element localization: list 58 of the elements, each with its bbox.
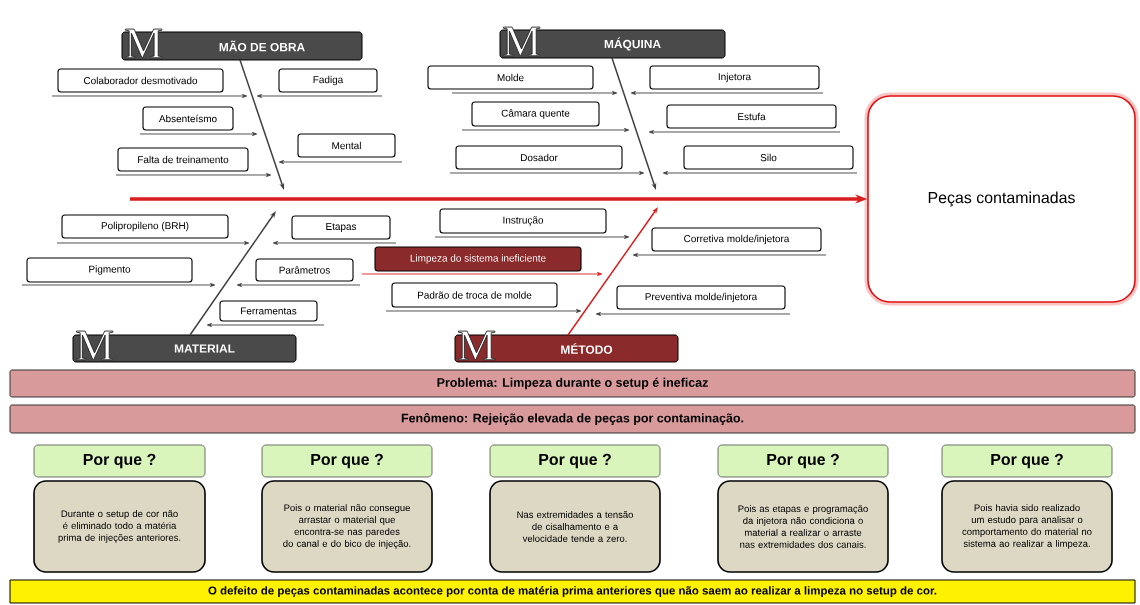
cause-box: Polipropileno (BRH) <box>61 214 229 239</box>
cause-box: Absenteísmo <box>142 106 234 131</box>
cause-box: Pigmento <box>26 257 193 283</box>
cause-box: Ferramentas <box>219 300 318 322</box>
cause-box: Corretiva molde/injetora <box>651 227 822 252</box>
arrow <box>21 283 216 287</box>
arrow <box>630 91 824 95</box>
statement-band: Problema: Limpeza durante o setup é ineficaz <box>9 369 1136 398</box>
arrow <box>361 272 603 276</box>
cause-box: Preventiva molde/injetora <box>616 285 786 310</box>
arrow <box>434 235 630 239</box>
bone-arrow <box>189 211 276 336</box>
bone-arrow <box>567 207 658 336</box>
arrow <box>256 94 383 98</box>
cause-box: Colaborador desmotivado <box>57 68 224 93</box>
effect-box: Peças contaminadas <box>864 92 1139 306</box>
arrow <box>451 91 618 95</box>
answer-box: Durante o setup de cor não é eliminado todo a matéria prima de injeções anteriores. <box>33 480 206 573</box>
cause-box: Mental <box>297 133 396 158</box>
why-heading-box: Por que ? <box>33 444 206 478</box>
cause-box: Fadiga <box>278 68 378 93</box>
statement-band: Fenômeno: Rejeição elevada de peças por contaminação. <box>9 404 1136 434</box>
answer-box: Pois as etapas e programação da injetora não condiciona o material a realizar o arraste nas extremidades dos canais. <box>717 480 889 573</box>
answer-box: Pois havia sido realizado um estudo para analisar o comportamento do material no sistema ao realizar a limpeza. <box>941 480 1113 573</box>
cause-box: Limpeza do sistema ineficiente <box>374 246 582 272</box>
cause-box: Instrução <box>439 208 607 234</box>
arrow <box>595 312 791 316</box>
arrow <box>115 173 272 177</box>
arrow <box>278 160 403 164</box>
arrow <box>385 309 582 313</box>
arrow <box>648 130 841 134</box>
cause-box: Molde <box>427 65 594 90</box>
arrow <box>56 241 250 245</box>
why-heading-box: Por que ? <box>261 444 433 478</box>
conclusion-band: O defeito de peças contaminadas acontece por conta de matéria prima anteriores que não saem ao realizar a limpeza no setup de cor. <box>9 579 1136 604</box>
arrow <box>236 283 361 287</box>
cause-box: Etapas <box>291 215 391 240</box>
answer-box: Nas extremidades a tensão de cisalhamento e a velocidade tende a zero. <box>489 480 661 573</box>
arrow <box>206 323 325 327</box>
cause-box: Silo <box>683 145 854 170</box>
arrow <box>449 171 645 175</box>
answer-box: Pois o material não consegue arrastar o material que encontra-se nas paredes do canal e do bico de injeção. <box>261 480 433 573</box>
cause-box: Parâmetros <box>255 258 354 282</box>
cause-box: Câmara quente <box>471 101 600 127</box>
arrow <box>51 94 248 98</box>
cause-box: Injetora <box>649 65 820 90</box>
arrow <box>662 171 858 175</box>
arrow <box>139 132 258 136</box>
why-heading-box: Por que ? <box>489 444 661 478</box>
arrow <box>632 253 827 257</box>
why-heading-box: Por que ? <box>717 444 889 478</box>
why-heading-box: Por que ? <box>941 444 1113 478</box>
cause-box: Dosador <box>455 145 623 170</box>
arrow <box>461 128 630 132</box>
cause-box: Padrão de troca de molde <box>391 282 558 308</box>
cause-box: Falta de treinamento <box>117 147 249 172</box>
arrow <box>272 241 397 245</box>
cause-box: Estufa <box>666 104 837 129</box>
